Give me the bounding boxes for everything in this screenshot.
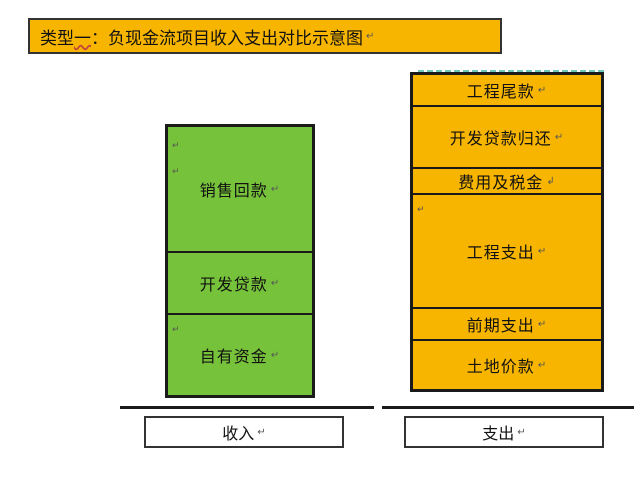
return-mark-icon: ↵ [270, 349, 281, 361]
expense-segment-label: 工程尾款 [466, 82, 535, 101]
income-stack: ↵ ↵ 销售回款 ↵ 开发贷款 ↵ ↵ 自有资金 ↵ [165, 124, 315, 398]
expense-segment-land: 土地价款 ↵ [413, 339, 601, 389]
expense-segment-preliminary: 前期支出 ↵ [413, 307, 601, 339]
income-segment-loan: 开发贷款 ↵ [168, 251, 312, 313]
return-mark-icon: ↵ [172, 325, 181, 335]
income-baseline [120, 406, 374, 409]
diagram-title: 类型一：负现金流项目收入支出对比示意图 ↵ [28, 18, 502, 54]
expense-stack: 工程尾款 ↵ 开发贷款归还 ↵ 费用及税金 ↲ ↵ 工程支出 ↵ 前期支出 ↵ … [410, 72, 604, 392]
expense-segment-label: 费用及税金 [458, 173, 544, 192]
expense-label-box: 支出 ↵ [404, 416, 604, 448]
expense-segment-label: 工程支出 [466, 243, 535, 262]
return-mark-icon: ↵ [172, 167, 181, 177]
return-mark-icon: ↵ [554, 131, 565, 143]
expense-baseline [382, 406, 634, 409]
return-mark-icon: ↵ [270, 277, 281, 289]
expense-segment-loan-repayment: 开发贷款归还 ↵ [413, 105, 601, 167]
income-segment-sales: ↵ ↵ 销售回款 ↵ [168, 127, 312, 251]
expense-label: 支出 [482, 424, 515, 443]
return-mark-icon: ↵ [537, 318, 548, 330]
return-mark-icon: ↵ [537, 359, 548, 371]
fold-mark-icon: ↲ [546, 175, 556, 187]
return-mark-icon: ↵ [537, 84, 548, 96]
title-prefix: 类型 [40, 28, 74, 49]
return-mark-icon: ↵ [417, 205, 426, 215]
expense-segment-fees-taxes: 费用及税金 ↲ [413, 167, 601, 193]
expense-segment-label: 土地价款 [466, 357, 535, 376]
return-mark-icon: ↵ [172, 141, 181, 151]
title-suffix: ：负现金流项目收入支出对比示意图 [91, 28, 363, 49]
income-segment-label: 销售回款 [199, 181, 268, 200]
income-segment-equity: ↵ 自有资金 ↵ [168, 313, 312, 395]
return-mark-icon: ↵ [270, 183, 281, 195]
income-segment-label: 自有资金 [199, 347, 268, 366]
expense-segment-construction: ↵ 工程支出 ↵ [413, 193, 601, 307]
return-mark-icon: ↵ [366, 30, 375, 42]
return-mark-icon: ↵ [257, 426, 266, 438]
return-mark-icon: ↵ [517, 426, 526, 438]
title-underlined: 一 [74, 28, 91, 49]
expense-stack-top-edge [418, 70, 604, 73]
income-label-box: 收入 ↵ [144, 416, 344, 448]
income-segment-label: 开发贷款 [199, 275, 268, 294]
expense-segment-label: 开发贷款归还 [449, 129, 552, 148]
expense-segment-label: 前期支出 [466, 316, 535, 335]
return-mark-icon: ↵ [537, 245, 548, 257]
income-label: 收入 [222, 424, 255, 443]
expense-segment-final-payment: 工程尾款 ↵ [413, 75, 601, 105]
